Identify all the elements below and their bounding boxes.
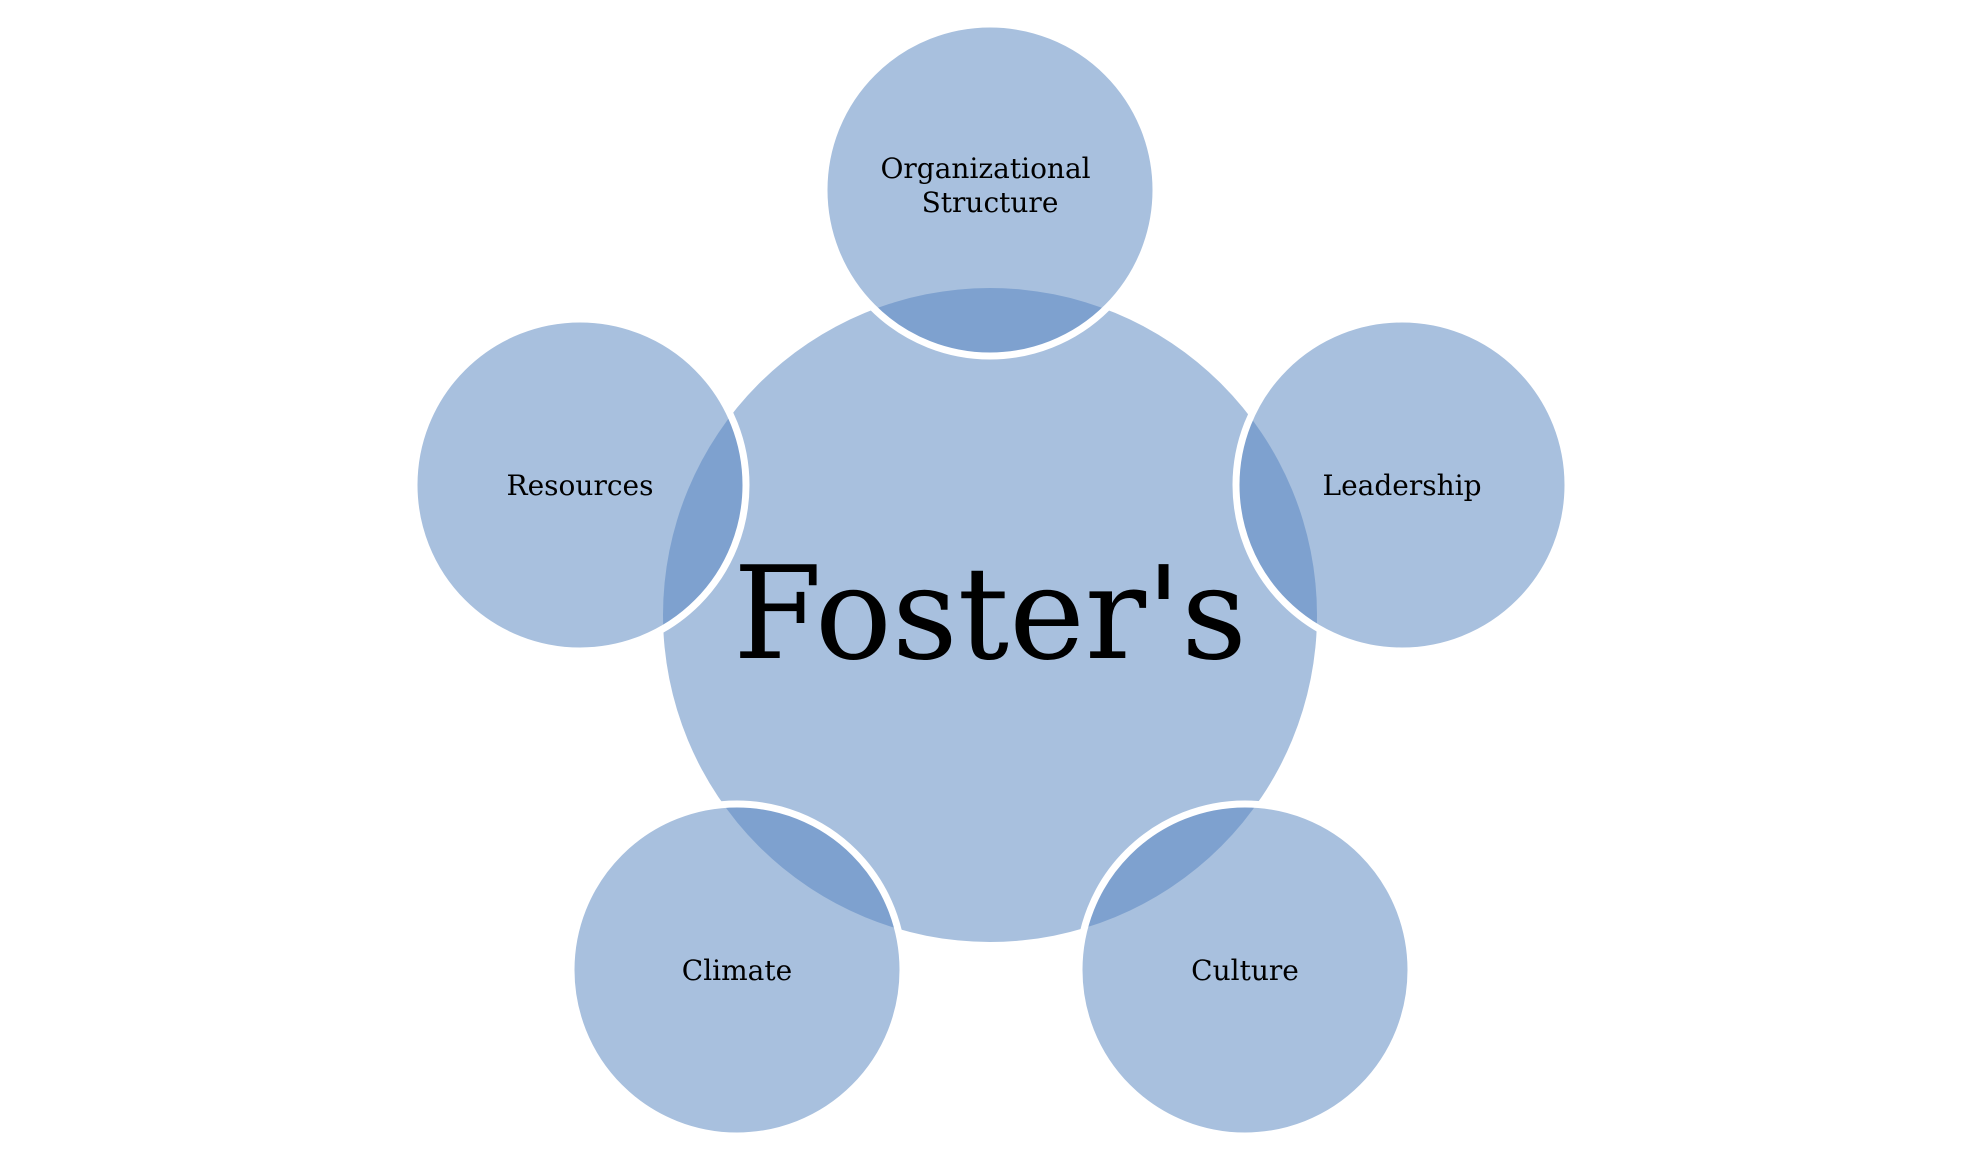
node-organizational-structure <box>820 20 1160 360</box>
node-leadership <box>1232 315 1572 655</box>
node-resources <box>410 315 750 655</box>
node-outline-organizational-structure <box>820 20 1160 360</box>
node-circle-leadership <box>1236 319 1568 651</box>
node-label-climate: Climate <box>682 954 792 987</box>
node-culture <box>1075 800 1415 1140</box>
node-overlap-climate <box>663 804 903 942</box>
node-label-culture: Culture <box>1191 954 1299 987</box>
node-climate <box>567 800 907 1140</box>
node-label-leadership: Leadership <box>1322 469 1481 502</box>
node-label-organizational-structure: Organizational Structure <box>880 152 1099 219</box>
node-outline-climate <box>567 800 907 1140</box>
node-overlap-culture <box>1079 804 1317 942</box>
node-circle-resources <box>414 319 746 651</box>
node-outline-culture <box>1075 800 1415 1140</box>
center-label: Foster's <box>733 540 1247 689</box>
center-circle <box>663 288 1317 942</box>
node-label-line: Organizational <box>880 152 1090 185</box>
node-outline-leadership <box>1232 315 1572 655</box>
node-circle-organizational-structure <box>824 24 1156 356</box>
node-outline-resources <box>410 315 750 655</box>
node-label-line: Structure <box>922 186 1059 219</box>
node-label-resources: Resources <box>507 469 654 502</box>
